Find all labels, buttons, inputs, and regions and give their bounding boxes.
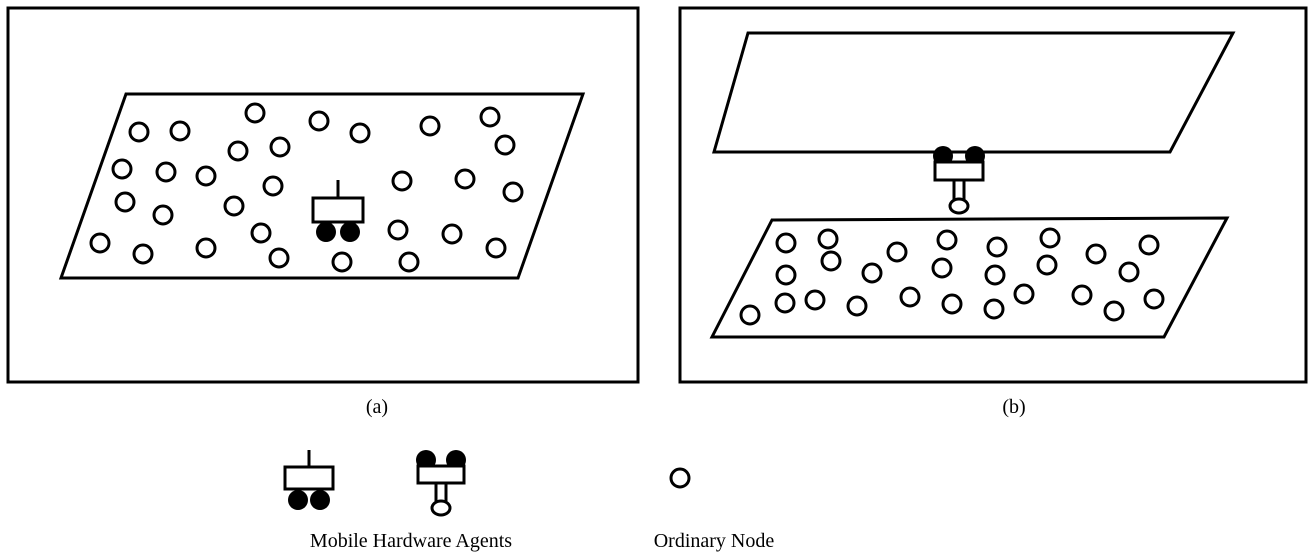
panel-a-ordinary-node-30 [485,237,507,259]
panel-b-ordinary-node-20 [941,293,963,315]
panel-a-ordinary-node-13 [195,165,217,187]
panel-a-ordinary-node-9 [227,140,249,162]
panel-a-ordinary-node-28 [398,251,420,273]
panel-b-upper-plane [712,31,1236,154]
panel-a-ordinary-node-27 [387,219,409,241]
panel-b-ordinary-node-21 [983,298,1005,320]
panel-b-ordinary-node-11 [861,262,883,284]
panel-b-lower-plane [709,216,1230,339]
panel-b-nodes [739,227,1165,326]
legend-ordinary-node-icon [669,467,691,489]
legend-ground-robot-icon [283,450,335,510]
panel-a-caption: (a) [366,396,388,418]
panel-b-ordinary-node-6 [1039,227,1061,249]
panel-a-frame [6,6,640,384]
legend-node-label: Ordinary Node [654,530,775,552]
panel-a-ordinary-node-10 [269,136,291,158]
panel-a-nodes [89,102,524,273]
panel-b: (b) [678,6,1308,418]
panel-b-caption: (b) [1002,396,1025,418]
panel-b-ordinary-node-26 [739,304,761,326]
panel-b-ordinary-node-1 [775,232,797,254]
panel-a-ordinary-node-16 [454,168,476,190]
panel-a: (a) [6,6,640,418]
panel-b-frame [678,6,1308,384]
panel-a-ordinary-node-26 [331,251,353,273]
panel-b-ordinary-node-4 [936,229,958,251]
panel-a-ordinary-node-14 [262,175,284,197]
panel-b-ordinary-node-9 [820,250,842,272]
panel-b-ordinary-node-24 [1103,300,1125,322]
panel-a-ordinary-node-2 [169,120,191,142]
panel-a-ordinary-node-18 [114,191,136,213]
panel-a-ordinary-node-15 [391,170,413,192]
panel-b-ordinary-node-14 [1036,254,1058,276]
panel-a-ordinary-node-24 [250,222,272,244]
legend: Mobile Hardware Agents Ordinary Node [283,450,775,552]
panel-b-ordinary-node-8 [1138,234,1160,256]
panel-a-ordinary-node-5 [349,122,371,144]
panel-a-ordinary-node-19 [152,204,174,226]
panel-b-ordinary-node-15 [1118,261,1140,283]
panel-b-ordinary-node-3 [886,241,908,263]
panel-a-ordinary-node-6 [419,115,441,137]
panel-a-ordinary-node-29 [441,223,463,245]
panel-a-ground-plane [58,92,586,280]
ground-robot-icon [311,180,365,242]
panel-a-ordinary-node-1 [128,121,150,143]
panel-a-ordinary-node-25 [268,247,290,269]
panel-b-ordinary-node-12 [931,257,953,279]
panel-b-ordinary-node-19 [899,286,921,308]
panel-a-ordinary-node-22 [132,243,154,265]
panel-a-ordinary-node-23 [195,237,217,259]
panel-b-ordinary-node-25 [1143,288,1165,310]
panel-a-ordinary-node-21 [89,232,111,254]
legend-aerial-robot-icon [416,450,466,517]
panel-a-ordinary-node-17 [502,181,524,203]
panel-b-ordinary-node-22 [1013,283,1035,305]
panel-a-ordinary-node-7 [479,106,501,128]
panel-b-ordinary-node-7 [1085,243,1107,265]
panel-b-ordinary-node-5 [986,236,1008,258]
panel-b-ordinary-node-17 [804,289,826,311]
legend-mobile-label: Mobile Hardware Agents [310,530,512,552]
panel-b-ordinary-node-10 [775,264,797,286]
panel-a-ordinary-node-20 [223,195,245,217]
panel-a-ordinary-node-3 [244,102,266,124]
panel-b-ordinary-node-16 [774,292,796,314]
panel-a-ordinary-node-11 [111,158,133,180]
aerial-robot-icon [933,146,985,215]
panel-b-ordinary-node-13 [984,264,1006,286]
panel-a-ordinary-node-4 [308,110,330,132]
panel-a-ordinary-node-12 [155,161,177,183]
panel-b-ordinary-node-2 [817,228,839,250]
panel-b-ordinary-node-23 [1071,284,1093,306]
panel-a-ordinary-node-8 [494,134,516,156]
panel-b-ordinary-node-18 [846,295,868,317]
